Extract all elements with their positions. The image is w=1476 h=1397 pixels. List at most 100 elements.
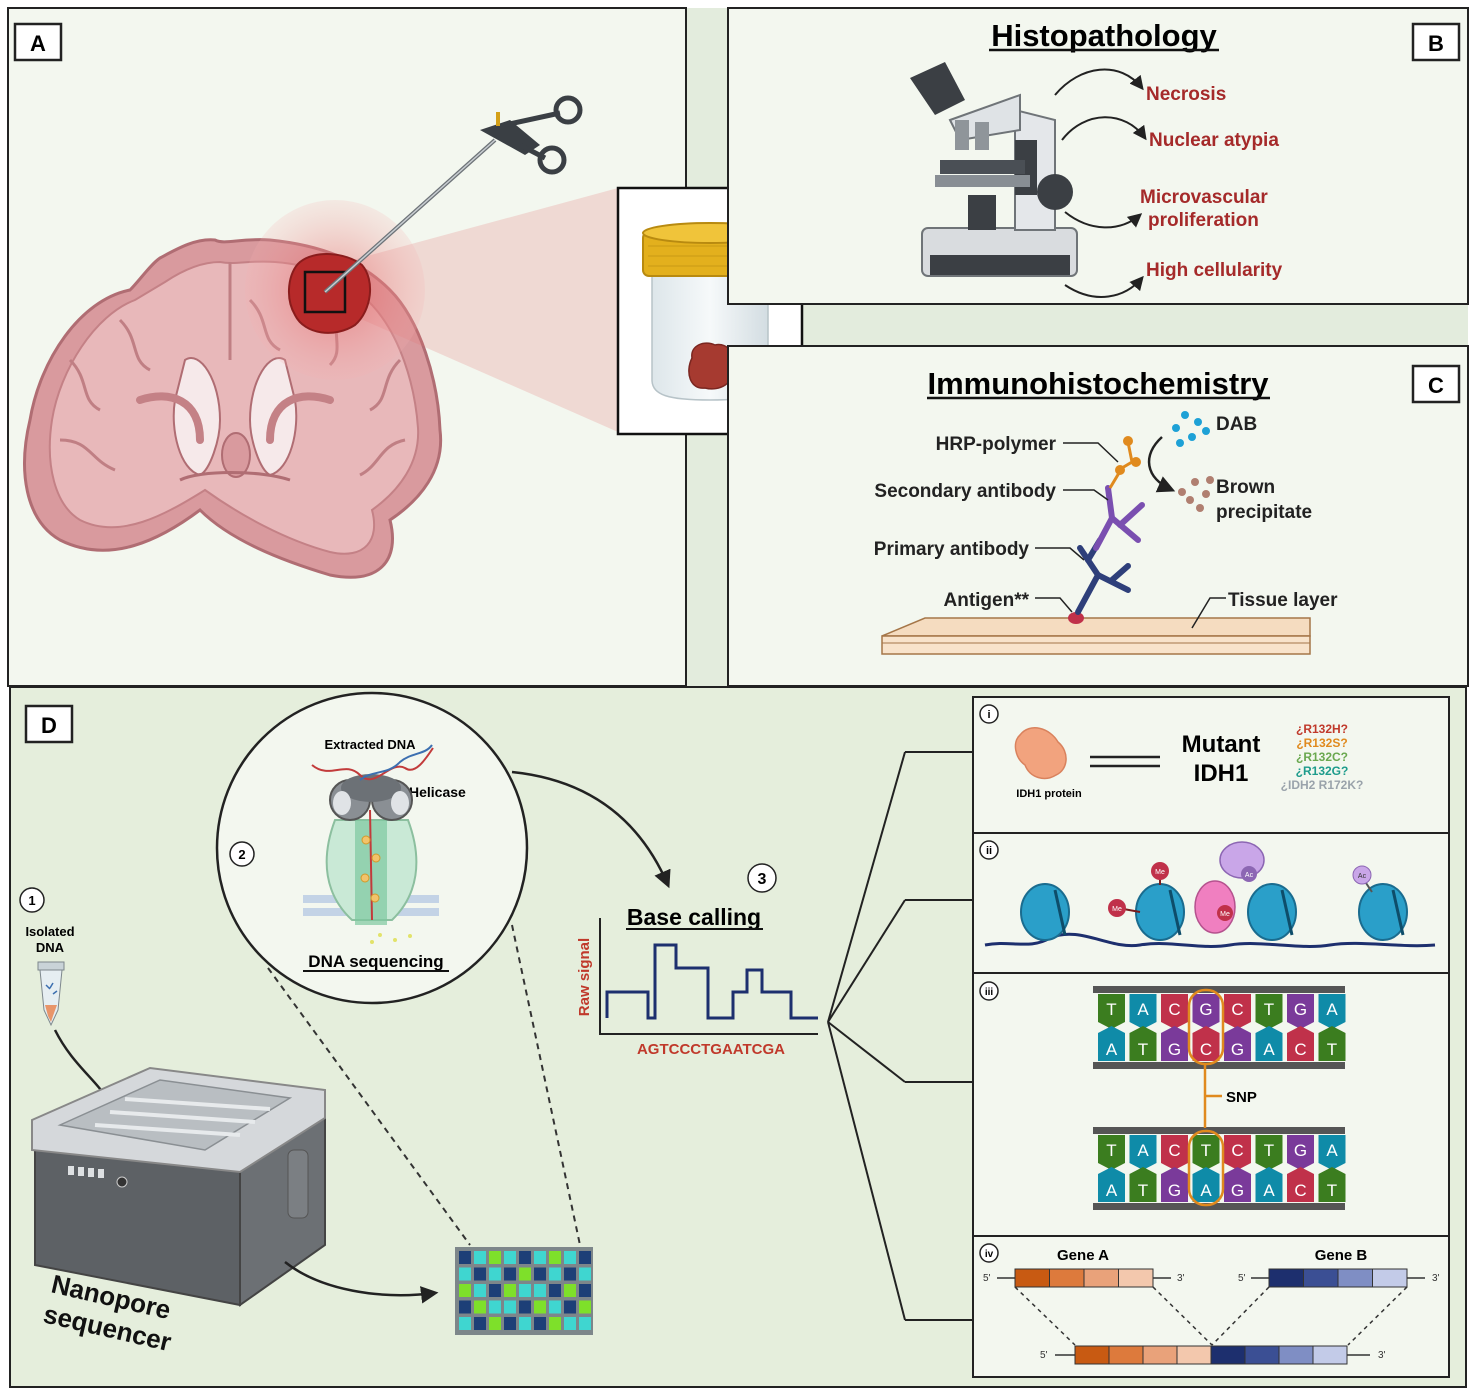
acetyl-text: Ac — [1358, 873, 1367, 880]
base-block — [1287, 1135, 1314, 1170]
grid-cell — [549, 1317, 561, 1330]
base-letter: A — [1326, 1000, 1338, 1019]
base-block — [1318, 1167, 1346, 1202]
snp-label: SNP — [1226, 1089, 1257, 1106]
grid-cell — [504, 1317, 516, 1330]
grid-cell — [504, 1267, 516, 1281]
base-block — [1224, 994, 1251, 1029]
base-block — [1098, 1135, 1125, 1170]
grid-cell — [579, 1267, 591, 1281]
base-letter: A — [1137, 1000, 1149, 1019]
raw-signal-axis-label: Raw signal — [576, 938, 593, 1016]
base-letter: G — [1231, 1040, 1244, 1059]
mutation-variant: ¿R132H? — [1296, 722, 1348, 736]
tumor — [288, 253, 372, 334]
exon — [1014, 1268, 1050, 1288]
dna-tube-icon — [37, 961, 65, 1027]
label-tissue-layer: Tissue layer — [1228, 590, 1338, 611]
grid-cell — [504, 1251, 516, 1264]
base-letter: T — [1138, 1040, 1148, 1059]
grid-cell — [564, 1267, 576, 1281]
base-block — [1129, 1167, 1157, 1202]
grid-cell — [459, 1267, 471, 1281]
base-letter: T — [1264, 1141, 1274, 1160]
grid-cell — [579, 1317, 591, 1330]
methyl-mark — [1151, 862, 1169, 880]
gene-a-label: Gene A — [1057, 1247, 1109, 1264]
idh1-protein-label: IDH1 protein — [1016, 788, 1082, 800]
methyl-text: Me — [1112, 906, 1122, 913]
base-block — [1129, 1135, 1157, 1170]
mutation-variant: ¿R132C? — [1296, 750, 1348, 764]
grid-cell — [534, 1267, 546, 1281]
base-block — [1255, 994, 1283, 1029]
base-letter: A — [1137, 1141, 1149, 1160]
idh1-label: IDH1 — [1194, 760, 1249, 787]
sequencing-data-grid — [455, 1247, 593, 1335]
methyl-text: Me — [1220, 911, 1230, 918]
feature-proliferation: proliferation — [1148, 210, 1259, 231]
three-prime-label: 3' — [1378, 1350, 1386, 1361]
hrp-polymer — [1108, 436, 1141, 489]
label-secondary-antibody: Secondary antibody — [874, 481, 1056, 502]
grid-cell — [549, 1284, 561, 1297]
grid-cell — [519, 1251, 531, 1264]
sub-i-badge — [979, 704, 999, 724]
secondary-antibody — [1093, 485, 1145, 551]
base-letter: A — [1106, 1181, 1118, 1200]
grid-cell — [579, 1284, 591, 1297]
five-prime-label: 5' — [1040, 1350, 1048, 1361]
gene-fusion: 5'3'5'3'5'3' — [983, 1268, 1440, 1365]
grid-cell — [549, 1300, 561, 1314]
sub-ii-badge — [979, 840, 999, 860]
mutation-variants: ¿R132H?¿R132S?¿R132C?¿R132G?¿IDH2 R172K? — [1281, 722, 1364, 792]
base-block — [1161, 1135, 1188, 1170]
nanopore-sequencer-icon — [31, 1066, 326, 1307]
base-block — [1192, 1026, 1220, 1061]
fusion-exon — [1108, 1345, 1144, 1365]
grid-cell — [474, 1251, 486, 1264]
mutant-label: Mutant — [1182, 731, 1261, 758]
histopathology-title: Histopathology — [991, 18, 1217, 53]
conversion-arrow — [1147, 436, 1176, 493]
grid-cell — [534, 1317, 546, 1330]
grid-cell — [459, 1284, 471, 1297]
sub-i-number: i — [987, 709, 990, 721]
arrow-atypia — [1061, 116, 1147, 141]
panel-b: Histopathology B Necrosis Nuclear atypia… — [727, 7, 1469, 305]
base-letter: G — [1294, 1141, 1307, 1160]
base-letter: A — [1263, 1181, 1275, 1200]
arrow-to-basecalling — [511, 770, 671, 889]
step-3-badge — [747, 863, 777, 893]
base-letter: C — [1168, 1141, 1180, 1160]
biopsy-forceps — [323, 95, 583, 294]
dab-dots — [1172, 411, 1210, 447]
methyl-text: Me — [1155, 869, 1165, 876]
step-2-badge — [229, 841, 255, 867]
grid-cell — [474, 1300, 486, 1314]
grid-cell — [564, 1317, 576, 1330]
exon — [1372, 1268, 1408, 1288]
base-letter: G — [1199, 1000, 1212, 1019]
feature-necrosis: Necrosis — [1146, 84, 1226, 105]
signal-axes — [599, 918, 818, 1035]
exon — [1337, 1268, 1373, 1288]
base-block — [1129, 1026, 1157, 1061]
grid-cell — [504, 1300, 516, 1314]
fusion-exon — [1244, 1345, 1280, 1365]
arrow-to-grid — [284, 1261, 439, 1304]
base-block — [1161, 1167, 1188, 1202]
grid-cell — [459, 1300, 471, 1314]
called-sequence: AGTCCCTGAATCGA — [637, 1041, 785, 1058]
sub-iv-badge — [979, 1243, 999, 1263]
base-block — [1192, 994, 1220, 1029]
base-letter: G — [1168, 1040, 1181, 1059]
grid-cell — [489, 1284, 501, 1297]
grid-cell — [534, 1300, 546, 1314]
panel-b-letter: B — [1428, 31, 1444, 56]
acetyl-mark — [1352, 865, 1372, 885]
nanopore-illustration — [303, 744, 439, 944]
base-block — [1318, 1135, 1346, 1170]
base-letter: C — [1294, 1181, 1306, 1200]
